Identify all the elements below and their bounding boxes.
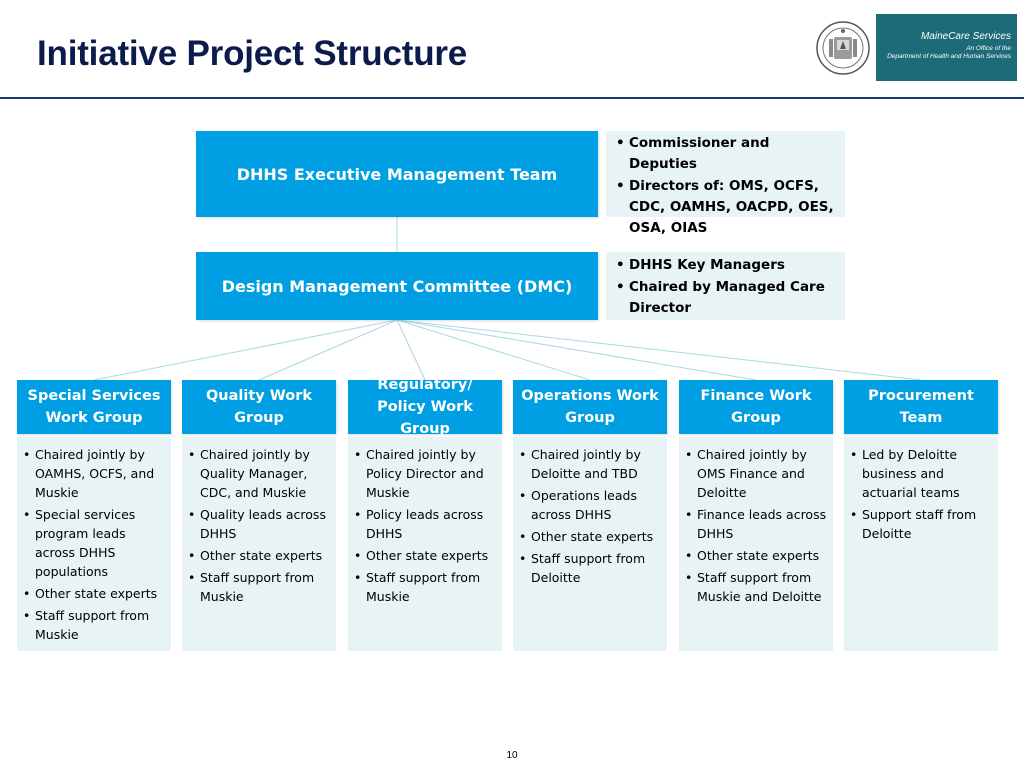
dmc-to-finance-connector bbox=[396, 319, 757, 381]
work-group-body-special-services: Chaired jointly by OAMHS, OCFS, and Musk… bbox=[17, 437, 171, 651]
work-group-header-special-services: Special Services Work Group bbox=[17, 380, 171, 434]
work-group-bullet: Staff support from Muskie bbox=[354, 568, 496, 606]
work-group-header-procurement: Procurement Team bbox=[844, 380, 998, 434]
work-group-bullet: Staff support from Muskie bbox=[188, 568, 330, 606]
work-group-header-operations: Operations Work Group bbox=[513, 380, 667, 434]
work-group-bullet: Other state experts bbox=[23, 584, 165, 603]
slide-title: Initiative Project Structure bbox=[37, 34, 468, 73]
work-group-body-finance: Chaired jointly by OMS Finance and Deloi… bbox=[679, 437, 833, 651]
work-group-bullet: Chaired jointly by OMS Finance and Deloi… bbox=[685, 445, 827, 502]
executive-note-item: Commissioner and Deputies bbox=[616, 133, 839, 175]
work-group-bullet: Special services program leads across DH… bbox=[23, 505, 165, 581]
dmc-note-item: Chaired by Managed Care Director bbox=[616, 277, 839, 319]
work-group-bullet: Chaired jointly by Policy Director and M… bbox=[354, 445, 496, 502]
work-group-bullet: Staff support from Deloitte bbox=[519, 549, 661, 587]
mainecare-logo: MaineCare Services An Office of the Depa… bbox=[809, 14, 1017, 81]
work-group-bullet: Operations leads across DHHS bbox=[519, 486, 661, 524]
work-group-header-quality: Quality Work Group bbox=[182, 380, 336, 434]
dmc-to-operations-connector bbox=[396, 319, 591, 381]
work-group-body-procurement: Led by Deloitte business and actuarial t… bbox=[844, 437, 998, 651]
work-group-body-operations: Chaired jointly by Deloitte and TBD Oper… bbox=[513, 437, 667, 651]
work-group-bullet: Led by Deloitte business and actuarial t… bbox=[850, 445, 992, 502]
work-group-bullet: Policy leads across DHHS bbox=[354, 505, 496, 543]
dmc-note-item: DHHS Key Managers bbox=[616, 255, 839, 276]
logo-text-block: MaineCare Services An Office of the Depa… bbox=[876, 14, 1017, 81]
executive-note-item: Directors of: OMS, OCFS, CDC, OAMHS, OAC… bbox=[616, 176, 839, 239]
title-divider bbox=[0, 97, 1024, 99]
work-group-header-regulatory-policy: Regulatory/ Policy Work Group bbox=[348, 377, 502, 437]
work-group-body-regulatory-policy: Chaired jointly by Policy Director and M… bbox=[348, 437, 502, 651]
page-number: 10 bbox=[506, 750, 518, 761]
dmc-notes: DHHS Key Managers Chaired by Managed Car… bbox=[606, 252, 845, 320]
logo-seal-box bbox=[809, 14, 876, 81]
executive-notes: Commissioner and Deputies Directors of: … bbox=[606, 131, 845, 236]
work-group-bullet: Quality leads across DHHS bbox=[188, 505, 330, 543]
dmc-to-regulatory-connector bbox=[396, 319, 426, 381]
work-group-bullet: Other state experts bbox=[354, 546, 496, 565]
work-group-bullet: Staff support from Muskie bbox=[23, 606, 165, 644]
work-group-bullet: Staff support from Muskie and Deloitte bbox=[685, 568, 827, 606]
state-seal-icon bbox=[815, 20, 870, 75]
work-group-body-quality: Chaired jointly by Quality Manager, CDC,… bbox=[182, 437, 336, 651]
dmc-to-quality-connector bbox=[258, 319, 398, 381]
work-group-bullet: Chaired jointly by Deloitte and TBD bbox=[519, 445, 661, 483]
work-group-bullet: Support staff from Deloitte bbox=[850, 505, 992, 543]
work-group-bullet: Finance leads across DHHS bbox=[685, 505, 827, 543]
dmc-box: Design Management Committee (DMC) bbox=[196, 252, 598, 320]
dmc-to-procurement-connector bbox=[396, 319, 922, 381]
logo-subtitle-line1: An Office of the bbox=[966, 45, 1011, 52]
executive-team-box: DHHS Executive Management Team bbox=[196, 131, 598, 217]
work-group-header-finance: Finance Work Group bbox=[679, 380, 833, 434]
work-group-bullet: Other state experts bbox=[685, 546, 827, 565]
logo-name: MaineCare Services bbox=[920, 31, 1011, 42]
dmc-to-special-services-connector bbox=[93, 319, 398, 381]
logo-subtitle-line2: Department of Health and Human Services bbox=[887, 53, 1011, 60]
work-group-bullet: Chaired jointly by Quality Manager, CDC,… bbox=[188, 445, 330, 502]
work-group-bullet: Chaired jointly by OAMHS, OCFS, and Musk… bbox=[23, 445, 165, 502]
work-group-bullet: Other state experts bbox=[519, 527, 661, 546]
work-group-bullet: Other state experts bbox=[188, 546, 330, 565]
